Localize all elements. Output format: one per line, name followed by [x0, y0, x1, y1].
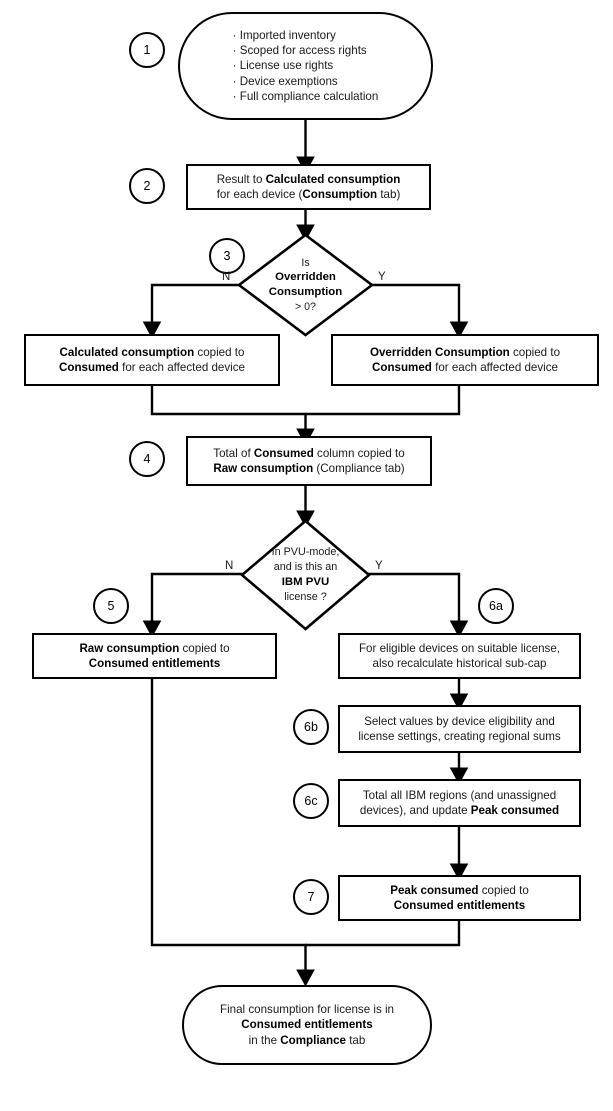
step-badge-7-label: 7 — [307, 890, 315, 904]
decision-pvu-shape — [240, 519, 371, 631]
step-badge-6b-label: 6b — [304, 720, 318, 734]
step4-text: Total of Consumed column copied to Raw c… — [213, 446, 405, 475]
decision-pvu-text: In PVU-mode, and is this an IBM PVU lice… — [271, 546, 340, 603]
step-badge-2: 2 — [129, 168, 165, 204]
decision3-text: Is Overridden Consumption > 0? — [268, 256, 343, 313]
node-decision-ibm-pvu[interactable]: In PVU-mode, and is this an IBM PVU lice… — [240, 519, 371, 631]
node-step4-raw-consumption[interactable]: Total of Consumed column copied to Raw c… — [186, 436, 432, 486]
decision3-shape — [237, 233, 374, 337]
start-bullet-1: · Scoped for access rights — [232, 44, 367, 58]
end-text: Final consumption for license is in Cons… — [220, 1003, 394, 1047]
decision-pvu-label-no: N — [225, 560, 234, 572]
step3-yes-text: Overridden Consumption copied to Consume… — [369, 345, 561, 374]
step5-text: Raw consumption copied to Consumed entit… — [79, 641, 230, 670]
node-overridden-copied-to-consumed[interactable]: Overridden Consumption copied to Consume… — [331, 334, 599, 386]
step6b-text: Select values by device eligibility and … — [358, 714, 561, 743]
decision3-label-no: N — [222, 271, 231, 283]
node-end-final-consumption[interactable]: Final consumption for license is in Cons… — [182, 985, 432, 1065]
node-decision-overridden-consumption[interactable]: Is Overridden Consumption > 0? — [237, 233, 374, 337]
step-badge-3: 3 — [209, 238, 245, 274]
node-calculated-copied-to-consumed[interactable]: Calculated consumption copied to Consume… — [24, 334, 280, 386]
step-badge-1: 1 — [129, 32, 165, 68]
step-badge-2-label: 2 — [143, 179, 151, 193]
start-bullet-0: · Imported inventory — [232, 29, 336, 43]
node-step7-peak-to-consumed-entitlements[interactable]: Peak consumed copied to Consumed entitle… — [338, 875, 581, 921]
step-badge-4-label: 4 — [143, 452, 151, 466]
node-start-inventory[interactable]: · Imported inventory · Scoped for access… — [178, 12, 433, 120]
step-badge-3-label: 3 — [223, 249, 231, 263]
step7-text: Peak consumed copied to Consumed entitle… — [390, 883, 529, 912]
step-badge-5: 5 — [93, 588, 129, 624]
start-bullet-3: · Device exemptions — [232, 74, 338, 88]
step-badge-7: 7 — [293, 879, 329, 915]
step-badge-1-label: 1 — [143, 43, 151, 57]
node-step2-calculated-consumption[interactable]: Result to Calculated consumption for eac… — [186, 164, 431, 210]
decision-pvu-label-yes: Y — [375, 560, 383, 572]
node-step6a-recalculate-subcap[interactable]: For eligible devices on suitable license… — [338, 633, 581, 679]
step-badge-4: 4 — [129, 441, 165, 477]
node-step6b-select-values[interactable]: Select values by device eligibility and … — [338, 705, 581, 753]
step6a-text: For eligible devices on suitable license… — [358, 641, 561, 670]
node-step6c-total-ibm-regions[interactable]: Total all IBM regions (and unassigned de… — [338, 779, 581, 827]
decision3-label-yes: Y — [378, 271, 386, 283]
node-step5-raw-to-consumed-entitlements[interactable]: Raw consumption copied to Consumed entit… — [32, 633, 277, 679]
step6c-text: Total all IBM regions (and unassigned de… — [359, 788, 560, 817]
step-badge-6a: 6a — [478, 588, 514, 624]
start-bullet-list: · Imported inventory · Scoped for access… — [233, 28, 379, 103]
step-badge-6c: 6c — [293, 783, 329, 819]
step-badge-5-label: 5 — [107, 599, 115, 613]
step2-text: Result to Calculated consumption for eac… — [216, 172, 401, 201]
step-badge-6a-label: 6a — [489, 599, 503, 613]
step3-no-text: Calculated consumption copied to Consume… — [58, 345, 246, 374]
start-bullet-2: · License use rights — [232, 59, 334, 73]
step-badge-6b: 6b — [293, 709, 329, 745]
start-bullet-4: · Full compliance calculation — [232, 89, 379, 103]
step-badge-6c-label: 6c — [304, 794, 318, 808]
